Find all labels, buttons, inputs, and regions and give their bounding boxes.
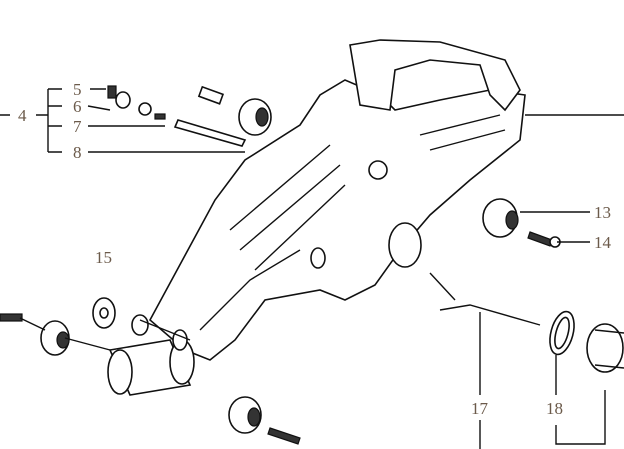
part-13-14 (482, 198, 561, 248)
label-8: 8 (73, 143, 82, 162)
label-5: 5 (73, 80, 82, 99)
lower-left-parts (0, 313, 301, 445)
label-14: 14 (594, 233, 612, 252)
label-18: 18 (546, 399, 563, 418)
label-17: 17 (471, 399, 489, 418)
part-17-rod (19, 272, 541, 351)
label-4: 4 (18, 106, 27, 125)
part-4-assembly (107, 85, 247, 147)
label-15: 15 (95, 248, 112, 267)
leader-lines (0, 88, 624, 449)
top-mount (197, 85, 272, 136)
label-13: 13 (594, 203, 611, 222)
part-18-ring (549, 310, 624, 373)
label-7: 7 (73, 117, 82, 136)
part-15 (92, 297, 116, 329)
main-housing (148, 39, 526, 361)
label-6: 6 (73, 97, 82, 116)
